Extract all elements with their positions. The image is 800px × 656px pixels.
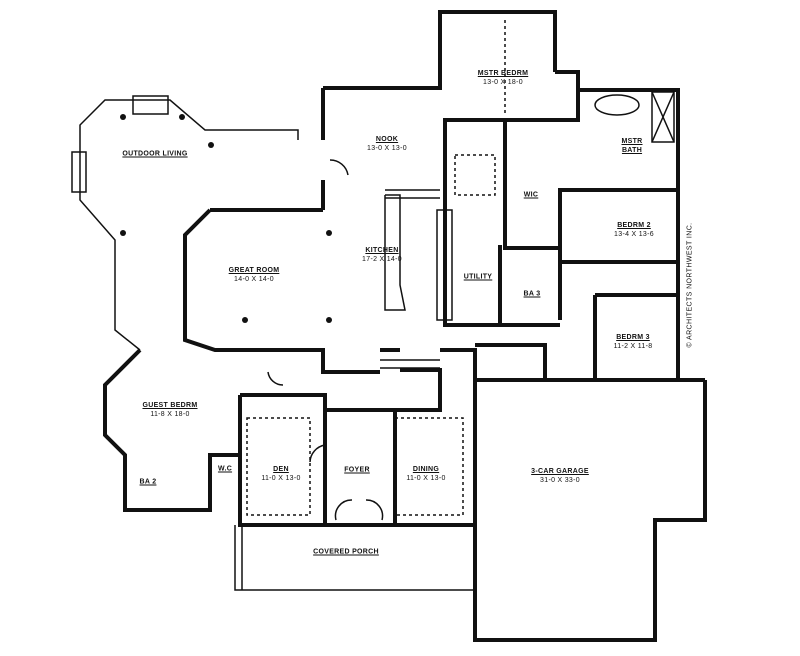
room-name: MSTR BATH — [621, 138, 643, 154]
room-name: DINING — [412, 466, 440, 473]
room-wc: W.C — [218, 465, 232, 474]
room-guest-bedrm: GUEST BEDRM 11-8 X 18-0 — [142, 401, 197, 419]
room-name: BA 2 — [139, 478, 157, 486]
room-dims: 13-4 X 13-6 — [614, 231, 654, 238]
porch-outline — [234, 525, 475, 591]
room-dims: 31-0 X 33-0 — [540, 477, 580, 484]
room-dims: 11-0 X 13-0 — [261, 475, 301, 482]
room-name: KITCHEN — [365, 247, 399, 254]
room-mstr-bath: MSTR BATH — [617, 137, 647, 155]
den-ceiling — [246, 417, 311, 516]
room-name: 3-CAR GARAGE — [531, 468, 589, 475]
room-great-room: GREAT ROOM 14-0 X 14-0 — [229, 266, 280, 284]
bathtub — [594, 94, 640, 116]
room-dining: DINING 11-0 X 13-0 — [406, 465, 445, 483]
room-wic: WIC — [524, 191, 539, 200]
room-name: FOYER — [344, 466, 370, 474]
room-utility: UTILITY — [464, 273, 493, 282]
room-ba-2: BA 2 — [140, 478, 157, 487]
copyright-notice: © ARCHITECTS NORTHWEST INC. — [686, 222, 694, 348]
wall-ba3 — [443, 200, 560, 327]
door-swing-guest — [267, 371, 284, 386]
room-ba-3: BA 3 — [524, 290, 541, 299]
door-swing-den — [309, 444, 326, 463]
closet-ceiling — [454, 154, 496, 196]
wall-master — [443, 70, 680, 380]
room-dims: 13-0 X 18-0 — [483, 79, 523, 86]
kitchen-counter — [436, 209, 453, 321]
room-mstr-bedrm: MSTR BEDRM 13-0 X 18-0 — [478, 69, 528, 87]
wall-nook-left — [210, 88, 325, 212]
wall-garage — [473, 380, 707, 642]
dining-ceiling — [394, 417, 464, 516]
room-name: BEDRM 3 — [616, 334, 650, 341]
room-name: UTILITY — [463, 273, 493, 281]
outdoor-living-outline — [79, 99, 299, 351]
room-den: DEN 11-0 X 13-0 — [261, 465, 300, 483]
room-nook: NOOK 13-0 X 13-0 — [367, 135, 407, 153]
room-name: MSTR BEDRM — [477, 70, 529, 77]
room-name: BEDRM 2 — [617, 222, 651, 229]
wall-nook — [323, 10, 557, 90]
room-bedrm-2: BEDRM 2 13-4 X 13-6 — [614, 221, 654, 239]
room-kitchen: KITCHEN 17-2 X 14-0 — [362, 246, 402, 264]
room-dims: 11-0 X 13-0 — [406, 475, 446, 482]
room-dims: 11-2 X 11-8 — [613, 343, 653, 350]
wall-great-room — [183, 208, 380, 374]
room-dims: 17-2 X 14-0 — [362, 256, 402, 263]
wall-dining — [440, 348, 545, 525]
fireplace-side — [71, 151, 87, 193]
wall-hall — [475, 343, 705, 382]
room-name: GUEST BEDRM — [142, 402, 198, 409]
wall-foyer — [325, 348, 442, 525]
stair-rails — [380, 189, 440, 369]
shower — [651, 91, 675, 143]
room-dims: 11-8 X 18-0 — [150, 411, 190, 418]
fireplace-outdoor — [132, 95, 169, 115]
room-name: W.C — [217, 465, 233, 473]
kitchen-island — [384, 194, 406, 311]
door-swing-nook — [329, 159, 349, 176]
posts — [120, 114, 332, 323]
room-garage: 3-CAR GARAGE 31-0 X 33-0 — [531, 467, 589, 485]
wall-guest — [103, 348, 240, 512]
room-name: OUTDOOR LIVING — [122, 150, 188, 158]
door-swing-foyer — [334, 499, 384, 521]
shower-x — [651, 91, 675, 143]
room-dims: 14-0 X 14-0 — [234, 276, 274, 283]
room-name: BA 3 — [523, 290, 541, 298]
room-name: COVERED PORCH — [313, 548, 379, 556]
room-name: DEN — [273, 466, 289, 473]
room-name: WIC — [523, 191, 539, 199]
room-dims: 13-0 X 13-0 — [367, 145, 407, 152]
room-name: GREAT ROOM — [228, 267, 280, 274]
room-name: NOOK — [375, 136, 399, 143]
room-foyer: FOYER — [344, 466, 370, 475]
wall-bedrm2 — [558, 190, 678, 382]
room-bedrm-3: BEDRM 3 11-2 X 11-8 — [614, 333, 653, 351]
room-covered-porch: COVERED PORCH — [313, 548, 379, 557]
wall-den — [238, 393, 475, 527]
room-outdoor-living: OUTDOOR LIVING — [122, 150, 187, 159]
